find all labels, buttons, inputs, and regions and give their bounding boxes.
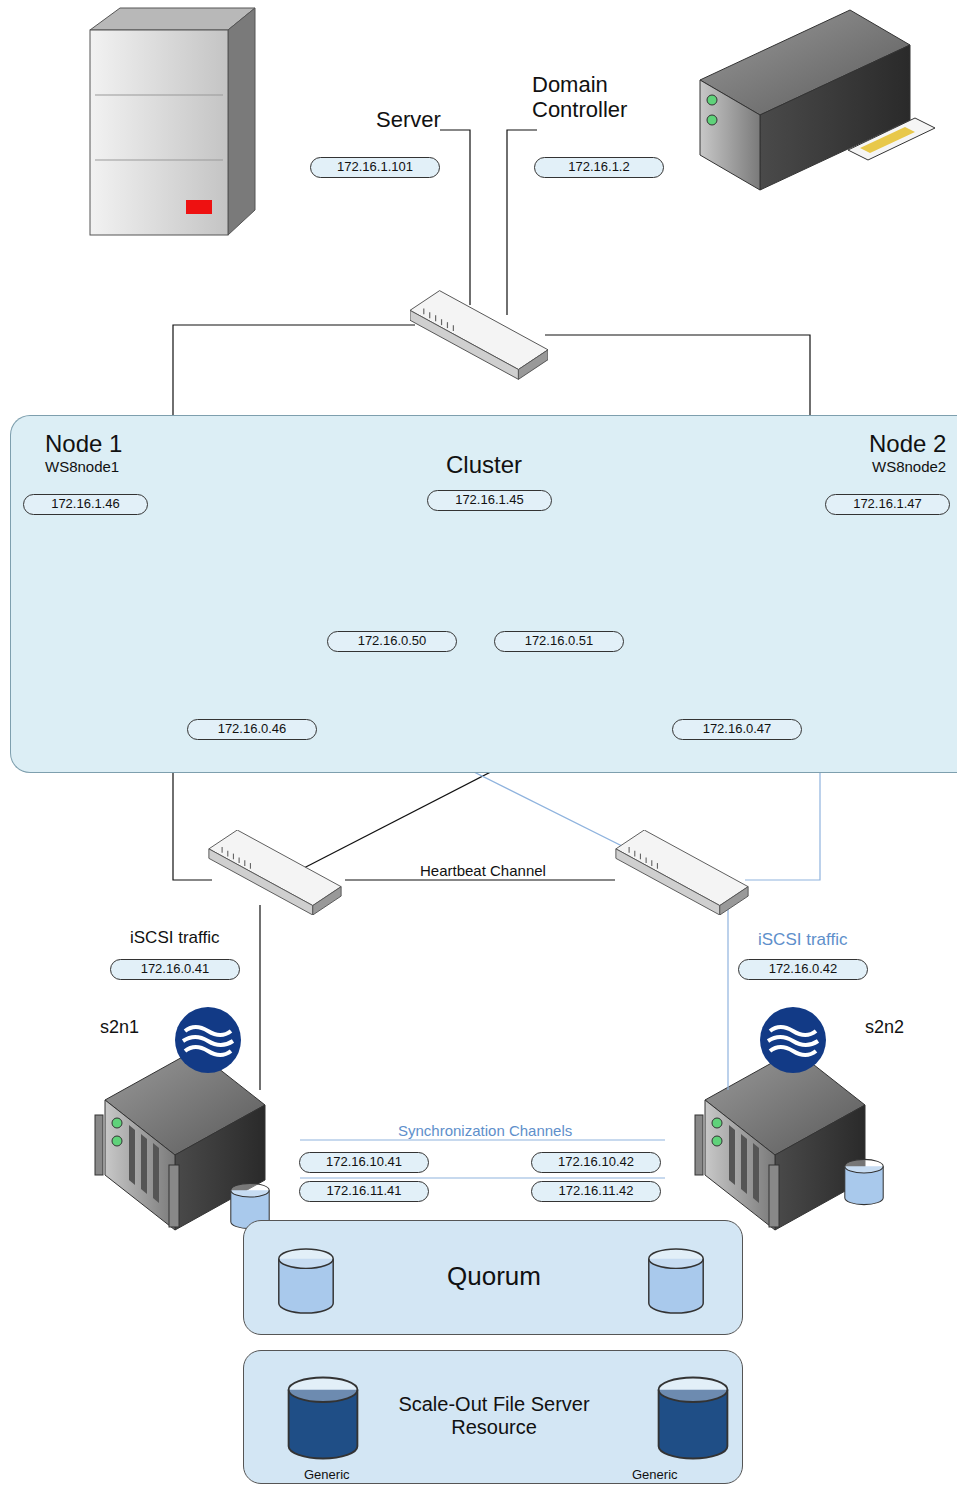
ip-address-pill: 172.16.1.45 [427, 490, 552, 511]
ip-address: 172.16.0.42 [769, 961, 838, 976]
ip-address: 172.16.1.46 [51, 496, 120, 511]
network-switch [410, 291, 548, 380]
disk-icon [845, 1159, 883, 1204]
device-name: Server [376, 107, 441, 132]
ip-address: 172.16.1.2 [568, 159, 629, 174]
ip-address-pill: 172.16.11.41 [299, 1181, 429, 1202]
ip-address-pill: 172.16.0.51 [494, 631, 624, 652]
ip-address: 172.16.10.42 [558, 1154, 634, 1169]
host-name: WS8node1 [45, 458, 119, 475]
network-switch [616, 830, 748, 915]
server-tower [90, 8, 255, 235]
ip-address-pill: 172.16.10.41 [299, 1152, 429, 1173]
starwind-logo [760, 1007, 826, 1073]
ip-address-pill: 172.16.1.101 [310, 157, 440, 178]
node-name: Node 2 [869, 430, 946, 458]
s2n2-server [695, 1050, 865, 1230]
ip-address: 172.16.0.41 [141, 961, 210, 976]
storage-node-name: s2n2 [865, 1017, 904, 1038]
ip-address: 172.16.0.47 [703, 721, 772, 736]
ip-address-pill: 172.16.1.2 [534, 157, 664, 178]
disk-icon [649, 1249, 703, 1313]
group-title: Scale-Out File Server Resource [379, 1393, 609, 1439]
ip-address-pill: 172.16.10.42 [531, 1152, 661, 1173]
ip-address-pill: 172.16.1.46 [23, 494, 148, 515]
node-name: Node 1 [45, 430, 122, 458]
device-name: Domain Controller [532, 72, 682, 123]
group-band: Scale-Out File Server Resource [243, 1350, 743, 1484]
disk-icon [289, 1377, 358, 1458]
ip-address-pill: 172.16.1.47 [825, 494, 950, 515]
ip-address-pill: 172.16.11.42 [531, 1181, 661, 1202]
ip-address: 172.16.11.42 [559, 1183, 634, 1198]
ip-address: 172.16.11.41 [327, 1183, 402, 1198]
ip-address: 172.16.0.51 [525, 633, 594, 648]
group-title: Cluster [446, 451, 522, 479]
group-title: Quorum [447, 1261, 541, 1292]
channel-label: Synchronization Channels [398, 1122, 572, 1139]
storage-node-name: s2n1 [100, 1017, 139, 1038]
ip-address: 172.16.0.46 [218, 721, 287, 736]
ip-address-pill: 172.16.0.50 [327, 631, 457, 652]
ip-address: 172.16.1.47 [853, 496, 922, 511]
traffic-label: iSCSI traffic [758, 930, 847, 950]
starwind-logo [175, 1007, 241, 1073]
channel-label: Heartbeat Channel [416, 862, 550, 879]
host-name: WS8node2 [872, 458, 946, 475]
traffic-label: iSCSI traffic [130, 928, 219, 948]
disk-icon [659, 1377, 728, 1458]
ip-address: 172.16.0.50 [358, 633, 427, 648]
ip-address: 172.16.1.45 [455, 492, 524, 507]
ip-address: 172.16.10.41 [326, 1154, 402, 1169]
ip-address-pill: 172.16.0.47 [672, 719, 802, 740]
ip-address-pill: 172.16.0.41 [110, 959, 240, 980]
ip-address-pill: 172.16.0.42 [738, 959, 868, 980]
disk-icon [279, 1249, 333, 1313]
domain-controller-server [700, 10, 935, 190]
disk-label: Generic [632, 1468, 678, 1483]
group-band: Cluster 172.16.1.46 172.16.1.45 172.16.1.47… [10, 415, 957, 773]
ip-address-pill: 172.16.0.46 [187, 719, 317, 740]
group-band: Quorum [243, 1220, 743, 1335]
ip-address: 172.16.1.101 [337, 159, 413, 174]
disk-label: Generic [304, 1468, 350, 1483]
network-switch [209, 830, 341, 915]
